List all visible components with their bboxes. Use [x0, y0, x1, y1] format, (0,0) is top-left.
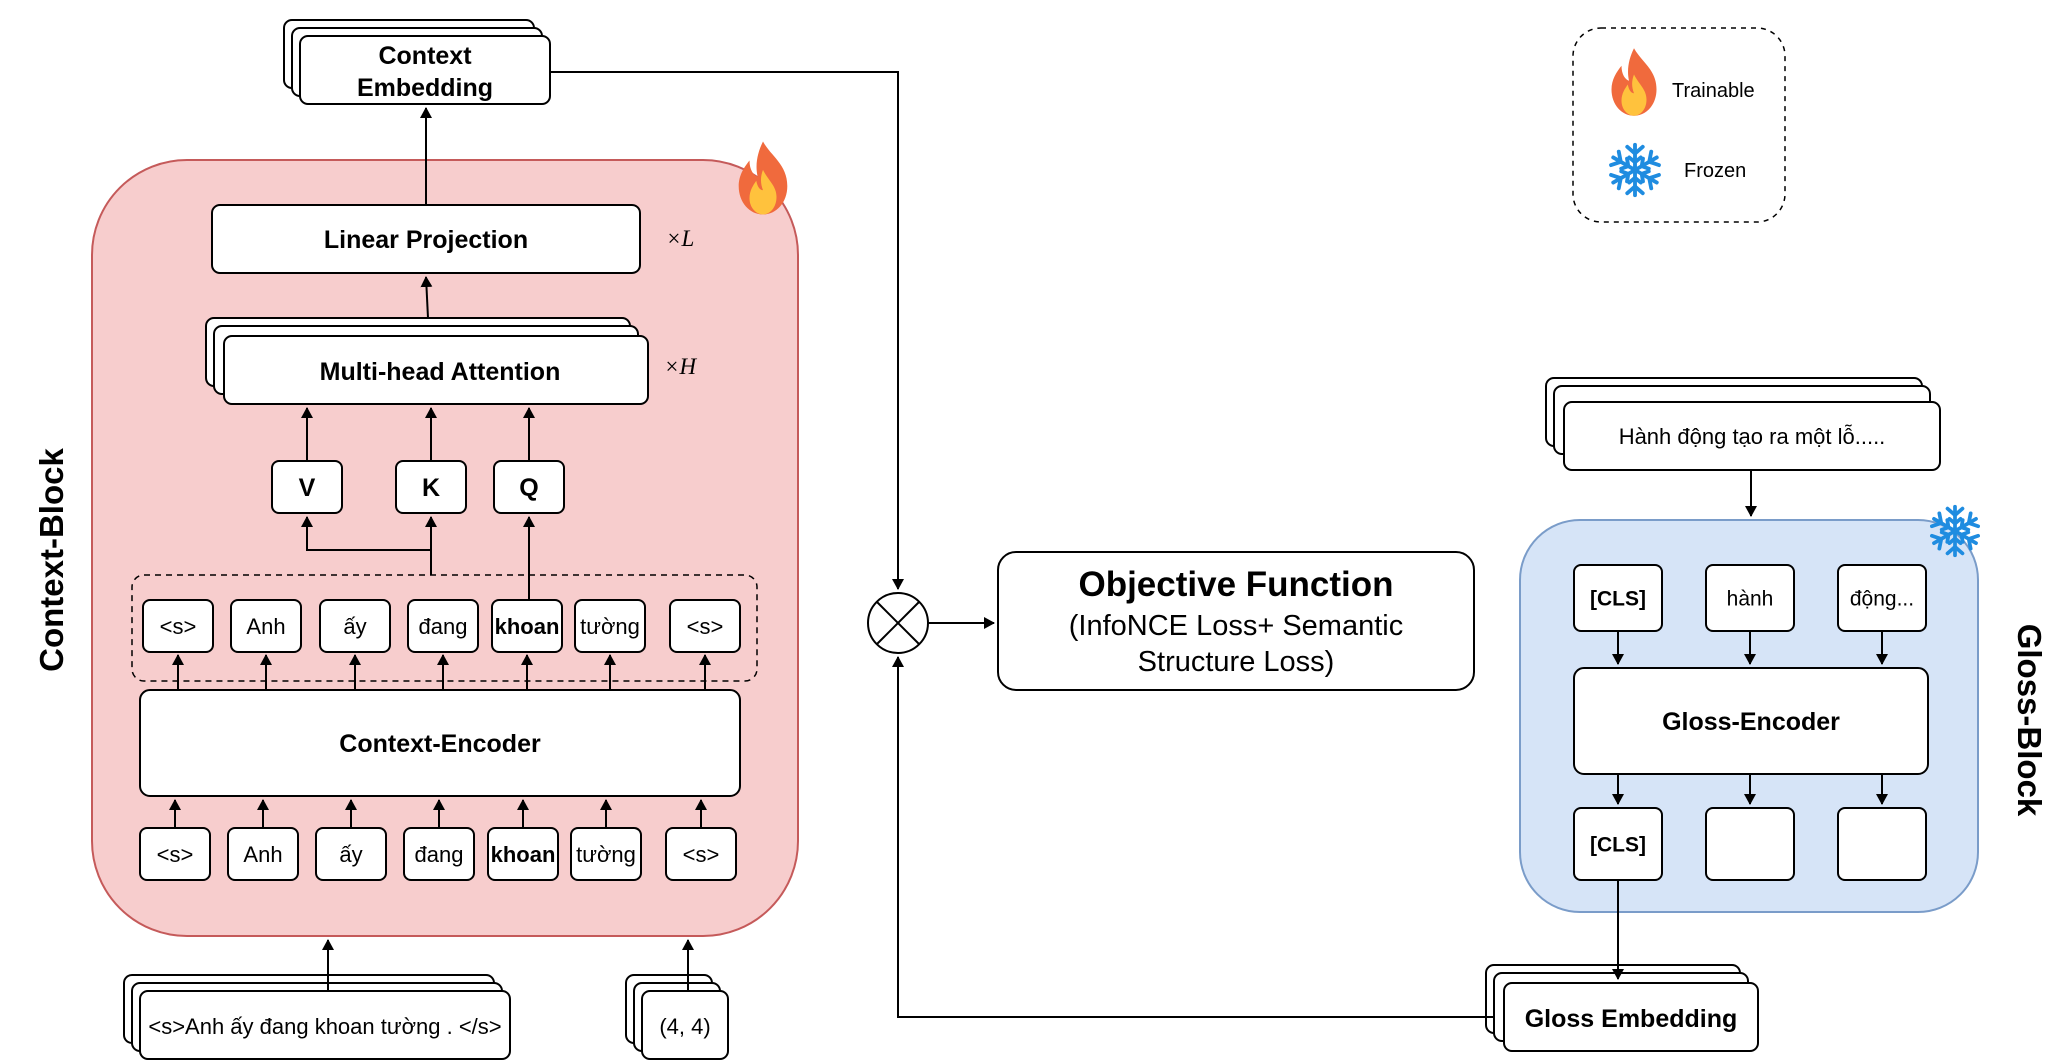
legend-frozen-label: Frozen: [1684, 160, 1746, 182]
context-token-output-label-0: <s>: [160, 614, 197, 639]
span-input-label: (4, 4): [659, 1014, 710, 1039]
gloss-tokens-input: [CLS] hành động...: [1573, 564, 1927, 665]
context-token-output-box-6: [669, 599, 741, 653]
context-tokens-output: <s> Anh ấy đang khoan tường <s>: [142, 599, 741, 690]
gloss-token-output-label-0: [CLS]: [1590, 834, 1646, 857]
objective-function-subtitle-1: (InfoNCE Loss+ Semantic: [1069, 610, 1403, 642]
gloss-encoder-label: Gloss-Encoder: [1662, 708, 1840, 736]
context-token-input-label-4: khoan: [491, 842, 556, 867]
gloss-token-output-box-1: [1705, 807, 1795, 881]
multihead-attention-label: Multi-head Attention: [320, 358, 561, 386]
context-tokens-dashed-group: [131, 574, 758, 682]
objective-function-subtitle-2: Structure Loss): [1138, 646, 1335, 678]
gloss-embedding-node: Gloss Embedding: [1485, 964, 1759, 1052]
sentence-input-label: <s>Anh ấy đang khoan tường . </s>: [148, 1014, 501, 1039]
legend: Trainable Frozen: [1572, 27, 1786, 223]
context-embedding-node: Context Embedding: [283, 19, 551, 105]
context-token-output-box-3: [407, 599, 479, 653]
context-block: [91, 159, 799, 937]
context-token-output-label-5: tường: [580, 614, 640, 639]
v-label: V: [299, 474, 316, 502]
q-label: Q: [519, 474, 538, 502]
context-block-label: Context-Block: [33, 448, 70, 672]
context-embedding-label-2: Embedding: [357, 74, 493, 102]
edge-attention-to-linear: [420, 276, 433, 319]
context-token-output-label-2: ấy: [343, 614, 366, 639]
edge-gloss-embedding-to-multiply: [892, 656, 1494, 1018]
context-block-flame-icon: [738, 141, 788, 215]
objective-function-box: [997, 551, 1475, 691]
context-token-output-box-2: [319, 599, 391, 653]
context-token-output-box-1: [230, 599, 302, 653]
context-token-input-label-1: Anh: [243, 842, 282, 867]
gloss-tokens-output: [CLS]: [1573, 774, 1927, 881]
edges: [301, 71, 1757, 1018]
context-token-input-label-3: đang: [415, 842, 464, 867]
multiply-node: [867, 592, 929, 654]
gloss-token-input-label-2: động...: [1850, 588, 1914, 611]
legend-box: [1572, 27, 1786, 223]
context-encoder-label: Context-Encoder: [339, 730, 541, 758]
context-token-input-label-0: <s>: [157, 842, 194, 867]
context-token-output-label-1: Anh: [246, 614, 285, 639]
context-token-output-box-4: [491, 599, 563, 653]
context-token-output-label-3: đang: [419, 614, 468, 639]
context-token-output-label-6: <s>: [687, 614, 724, 639]
span-input-node: (4, 4): [625, 974, 729, 1060]
gloss-block-label: Gloss-Block: [2011, 624, 2048, 817]
linear-repeat-label: ×L: [666, 226, 694, 251]
sentence-input-node: <s>Anh ấy đang khoan tường . </s>: [123, 974, 511, 1060]
context-token-input-label-6: <s>: [683, 842, 720, 867]
gloss-token-input-label-1: hành: [1727, 588, 1774, 611]
context-token-output-box-0: [142, 599, 214, 653]
context-token-input-label-2: ấy: [339, 842, 362, 867]
gloss-text-node: Hành động tạo ra một lỗ.....: [1545, 377, 1941, 471]
multihead-attention-node: Multi-head Attention: [205, 317, 649, 405]
context-encoder-box: [139, 689, 741, 797]
linear-projection-label: Linear Projection: [324, 226, 528, 254]
gloss-text-label: Hành động tạo ra một lỗ.....: [1619, 424, 1886, 449]
objective-function-title: Objective Function: [1078, 565, 1393, 604]
context-tokens-input: <s> Anh ấy đang khoan tường <s>: [139, 799, 737, 881]
edge-context-embedding-to-multiply: [550, 71, 904, 590]
context-token-input-label-5: tường: [576, 842, 636, 867]
gloss-token-output-box-2: [1837, 807, 1927, 881]
gloss-token-input-label-0: [CLS]: [1590, 588, 1646, 611]
gloss-embedding-label: Gloss Embedding: [1525, 1005, 1738, 1033]
context-token-output-label-4: khoan: [495, 614, 560, 639]
context-token-output-box-5: [574, 599, 646, 653]
attention-repeat-label: ×H: [664, 354, 698, 379]
context-embedding-label: Context: [378, 42, 472, 70]
legend-trainable-label: Trainable: [1672, 80, 1755, 102]
k-label: K: [422, 474, 440, 502]
